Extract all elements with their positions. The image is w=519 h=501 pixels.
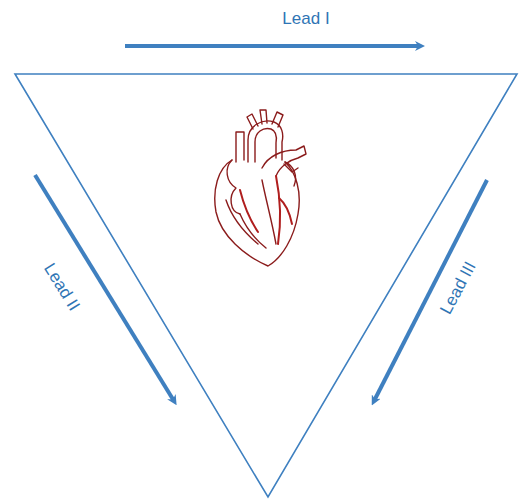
lead-arrow (35, 175, 174, 401)
lead-arrow (374, 180, 487, 401)
heart-illustration (215, 110, 306, 266)
coronary-artery (240, 176, 292, 244)
triangle-outline (15, 74, 517, 497)
lead-label: Lead I (282, 10, 329, 27)
lead-arrow (125, 44, 420, 48)
lead-label: Lead II (41, 260, 83, 313)
